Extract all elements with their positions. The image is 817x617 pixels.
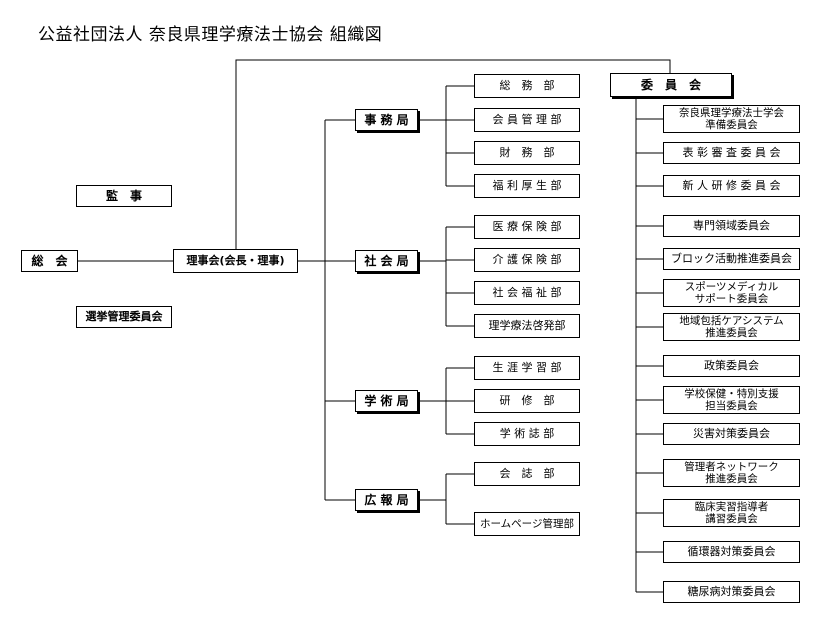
rijikai-box: 理事会(会長・理事): [173, 249, 298, 273]
dept-kaiin-kanri: 会 員 管 理 部: [474, 108, 580, 132]
dept-keihatsu: 理学療法啓発部: [474, 314, 580, 338]
committee-box: 災害対策委員会: [663, 423, 800, 445]
committee-box: 循環器対策委員会: [663, 541, 800, 563]
jimukyoku-box: 事 務 局: [355, 109, 418, 131]
committee-box: 地域包括ケアシステム 推進委員会: [663, 313, 800, 341]
committee-box: 糖尿病対策委員会: [663, 581, 800, 603]
dept-homepage: ホームページ管理部: [474, 512, 580, 536]
committee-box: 学校保健・特別支援 担当委員会: [663, 386, 800, 414]
dept-gakujutsushi: 学 術 誌 部: [474, 422, 580, 446]
committee-box: ブロック活動推進委員会: [663, 248, 800, 270]
committee-box: 政策委員会: [663, 355, 800, 377]
shakaikyoku-box: 社 会 局: [355, 250, 418, 272]
dept-fukuri-kosei: 福 利 厚 生 部: [474, 174, 580, 198]
dept-kenshu: 研 修 部: [474, 389, 580, 413]
gakujutsukyoku-box: 学 術 局: [355, 390, 418, 412]
committee-box: 臨床実習指導者 講習委員会: [663, 499, 800, 527]
iinkai-header-box: 委 員 会: [610, 73, 732, 97]
kohokyoku-box: 広 報 局: [355, 489, 418, 511]
sokai-box: 総 会: [21, 250, 78, 272]
senkyo-kanri-box: 選挙管理委員会: [76, 306, 172, 328]
dept-iryo-hoken: 医 療 保 険 部: [474, 215, 580, 239]
committee-box: スポーツメディカル サポート委員会: [663, 279, 800, 307]
kansa-box: 監 事: [76, 185, 172, 207]
committee-box: 奈良県理学療法士学会 準備委員会: [663, 105, 800, 133]
page-title: 公益社団法人 奈良県理学療法士協会 組織図: [38, 25, 383, 45]
dept-zaimu: 財 務 部: [474, 141, 580, 165]
dept-somu: 総 務 部: [474, 74, 580, 98]
connector: [235, 59, 671, 249]
dept-shakai-fukushi: 社 会 福 祉 部: [474, 281, 580, 305]
committee-box: 専門領域委員会: [663, 215, 800, 237]
dept-kaishi: 会 誌 部: [474, 462, 580, 486]
committee-box: 管理者ネットワーク 推進委員会: [663, 459, 800, 487]
committee-box: 新 人 研 修 委 員 会: [663, 175, 800, 197]
dept-kaigo-hoken: 介 護 保 険 部: [474, 248, 580, 272]
dept-shogai-gakushu: 生 涯 学 習 部: [474, 356, 580, 380]
committee-box: 表 彰 審 査 委 員 会: [663, 142, 800, 164]
